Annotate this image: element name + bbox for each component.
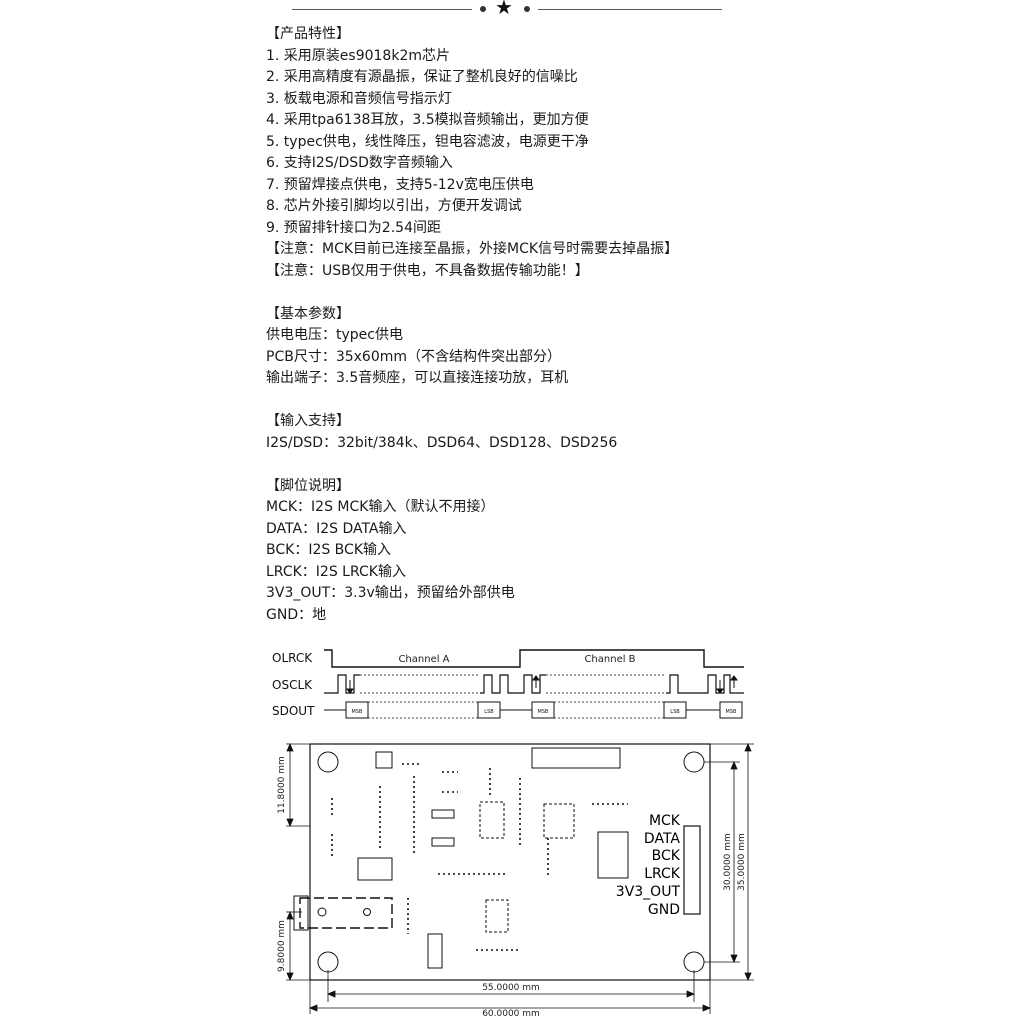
feature-item: 4. 采用tpa6138耳放，3.5模拟音频输出，更加方便 xyxy=(266,112,589,128)
feature-item: 7. 预留焊接点供电，支持5-12v宽电压供电 xyxy=(266,176,534,193)
dim-width-inner: 55.0000 mm xyxy=(482,983,540,993)
lsb-label: LSB xyxy=(484,709,494,715)
header-decoration: ★ xyxy=(292,0,722,20)
olrck-waveform xyxy=(324,649,744,668)
dim-height-outer: 35.0000 mm xyxy=(737,833,747,891)
pin-header xyxy=(683,825,701,915)
timing-diagram: OLRCK OSCLK SDOUT Channel A Channel B MS… xyxy=(272,649,744,719)
signal-label-osclk: OSCLK xyxy=(272,678,313,692)
pin-item: 3V3_OUT：3.3v输出，预留给外部供电 xyxy=(266,585,515,601)
pins-heading: 【脚位说明】 xyxy=(266,477,350,494)
pin-item: BCK：I2S BCK输入 xyxy=(266,542,392,558)
msb-label: MSB xyxy=(352,709,363,715)
pcb-drawing: MCK DATA BCK LRCK 3V3_OUT GND xyxy=(277,742,754,1018)
pin-label-mck: MCK xyxy=(649,813,681,829)
dim-width-outer: 60.0000 mm xyxy=(482,1009,540,1018)
params-heading: 【基本参数】 xyxy=(266,305,350,322)
spec-text: 【产品特性】 1. 采用原装es9018k2m芯片 2. 采用高精度有源晶振，保… xyxy=(266,24,826,626)
pcb-outline xyxy=(309,743,711,981)
osclk-waveform xyxy=(324,674,744,694)
audio-jack xyxy=(293,895,393,931)
pin-item: GND：地 xyxy=(266,606,327,623)
feature-item: 5. typec供电，线性降压，钽电容滤波，电源更干净 xyxy=(266,133,589,150)
pcb-small-parts xyxy=(331,763,628,951)
channel-a-label: Channel A xyxy=(398,654,449,665)
component-square xyxy=(375,751,393,769)
input-item: I2S/DSD：32bit/384k、DSD64、DSD128、DSD256 xyxy=(266,434,618,451)
pin-label-gnd: GND xyxy=(648,902,680,918)
pcb-components xyxy=(357,801,629,969)
pin-label-lrck: LRCK xyxy=(644,866,681,882)
dot-right xyxy=(524,6,530,12)
dim-height-inner: 30.0000 mm xyxy=(723,833,733,891)
features-heading: 【产品特性】 xyxy=(266,26,350,42)
channel-b-label: Channel B xyxy=(584,654,635,665)
feature-item: 6. 支持I2S/DSD数字音频输入 xyxy=(266,155,453,171)
feature-item: 1. 采用原装es9018k2m芯片 xyxy=(266,47,450,64)
input-heading: 【输入支持】 xyxy=(266,413,350,429)
dimension-lines xyxy=(286,742,754,1014)
sdout-waveform xyxy=(324,701,743,719)
msb-label: MSB xyxy=(726,709,737,715)
pin-item: DATA：I2S DATA输入 xyxy=(266,520,407,537)
clock-edge-arrows xyxy=(346,675,738,694)
feature-item: 8. 芯片外接引脚均以引出，方便开发调试 xyxy=(266,198,522,214)
pin-item: MCK：I2S MCK输入（默认不用接） xyxy=(266,499,495,515)
dim-left-top: 11.8000 mm xyxy=(277,756,287,814)
pin-label-data: DATA xyxy=(644,831,680,847)
msb-label: MSB xyxy=(538,709,549,715)
param-item: 输出端子：3.5音频座，可以直接连接功放，耳机 xyxy=(266,370,569,386)
signal-label-sdout: SDOUT xyxy=(272,704,315,718)
signal-label-olrck: OLRCK xyxy=(272,651,313,665)
feature-item: 2. 采用高精度有源晶振，保证了整机良好的信噪比 xyxy=(266,69,578,85)
feature-item: 9. 预留排针接口为2.54间距 xyxy=(266,219,441,236)
note-item: 【注意：MCK目前已连接至晶振，外接MCK信号时需要去掉晶振】 xyxy=(266,241,679,257)
top-connector xyxy=(531,747,621,769)
pin-label-bck: BCK xyxy=(652,848,681,864)
note-item: 【注意：USB仅用于供电，不具备数据传输功能！】 xyxy=(266,262,589,279)
pin-label-3v3-out: 3V3_OUT xyxy=(616,884,681,900)
divider-right xyxy=(538,9,722,10)
divider-left xyxy=(292,9,472,10)
feature-item: 3. 板载电源和音频信号指示灯 xyxy=(266,90,452,107)
param-item: 供电电压：typec供电 xyxy=(266,327,403,343)
dot-left xyxy=(480,6,486,12)
star-icon: ★ xyxy=(495,0,513,19)
param-item: PCB尺寸：35x60mm（不含结构件突出部分） xyxy=(266,348,562,365)
dim-left-bottom: 9.8000 mm xyxy=(277,920,287,972)
lsb-label: LSB xyxy=(670,709,680,715)
pin-item: LRCK：I2S LRCK输入 xyxy=(266,563,406,580)
